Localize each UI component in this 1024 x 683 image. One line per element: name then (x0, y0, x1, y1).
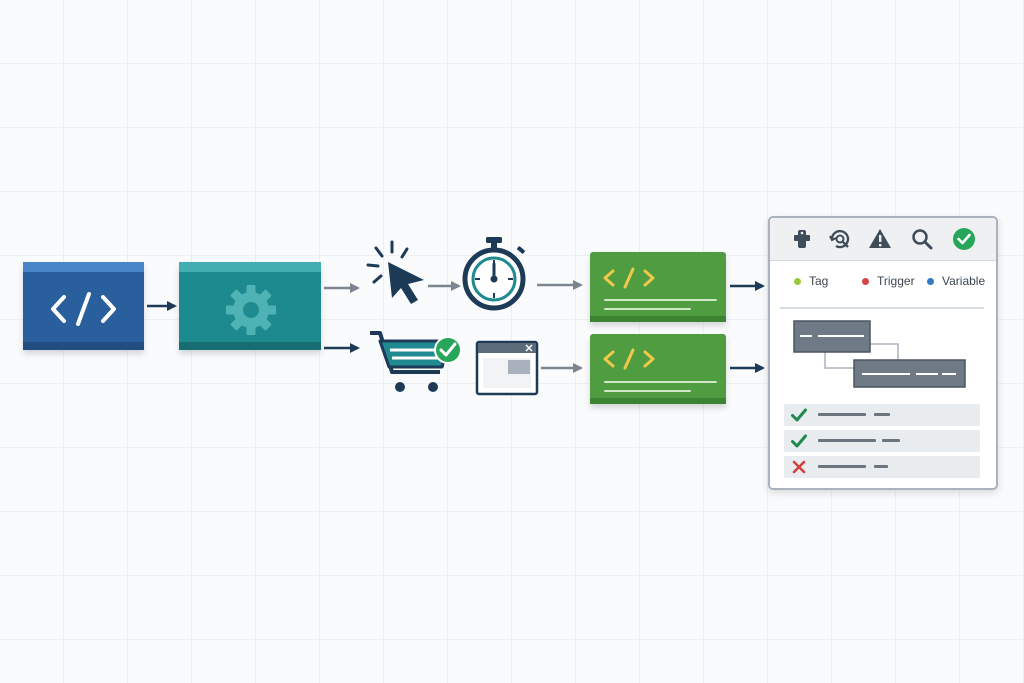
shopping-cart-check-icon (370, 331, 462, 392)
search-icon[interactable] (910, 227, 934, 251)
cursor-click-icon (366, 240, 424, 304)
result-bar (818, 413, 866, 416)
result-row-pass (784, 404, 980, 426)
legend-item-trigger: Trigger (862, 274, 915, 288)
check-icon (791, 434, 807, 448)
result-row-fail (784, 456, 980, 478)
legend-label: Trigger (877, 274, 915, 288)
code-line (604, 381, 717, 392)
result-bar (882, 439, 900, 442)
code-line (604, 299, 717, 310)
debug-panel: Tag Trigger Variable (768, 216, 998, 490)
panel-toolbar (770, 218, 996, 261)
tag-card (590, 252, 726, 322)
refresh-search-icon[interactable] (828, 227, 852, 251)
result-row-pass (784, 430, 980, 452)
warning-icon[interactable] (868, 227, 892, 251)
gear-icon (226, 285, 276, 335)
legend-dot (794, 277, 801, 285)
tag-tree-diagram (793, 320, 966, 388)
legend-dot (927, 277, 934, 285)
cross-icon (792, 460, 806, 474)
legend-item-tag: Tag (794, 274, 828, 288)
stopwatch-icon (462, 237, 526, 311)
divider (780, 307, 984, 309)
browser-window-icon (475, 340, 539, 396)
result-bar (818, 439, 876, 442)
check-icon (791, 408, 807, 422)
tag-icon[interactable] (790, 227, 814, 251)
result-bar (874, 413, 890, 416)
legend-label: Variable (942, 274, 986, 288)
result-bar (874, 465, 888, 468)
code-brackets-icon (603, 267, 655, 289)
check-circle-icon[interactable] (952, 227, 976, 251)
legend-dot (862, 277, 869, 285)
legend-label: Tag (809, 274, 829, 288)
tag-card (590, 334, 726, 404)
code-brackets-icon (51, 292, 116, 326)
code-brackets-icon (603, 348, 655, 370)
result-bar (818, 465, 866, 468)
legend-item-variable: Variable (927, 274, 985, 288)
legend: Tag Trigger Variable (770, 274, 996, 294)
